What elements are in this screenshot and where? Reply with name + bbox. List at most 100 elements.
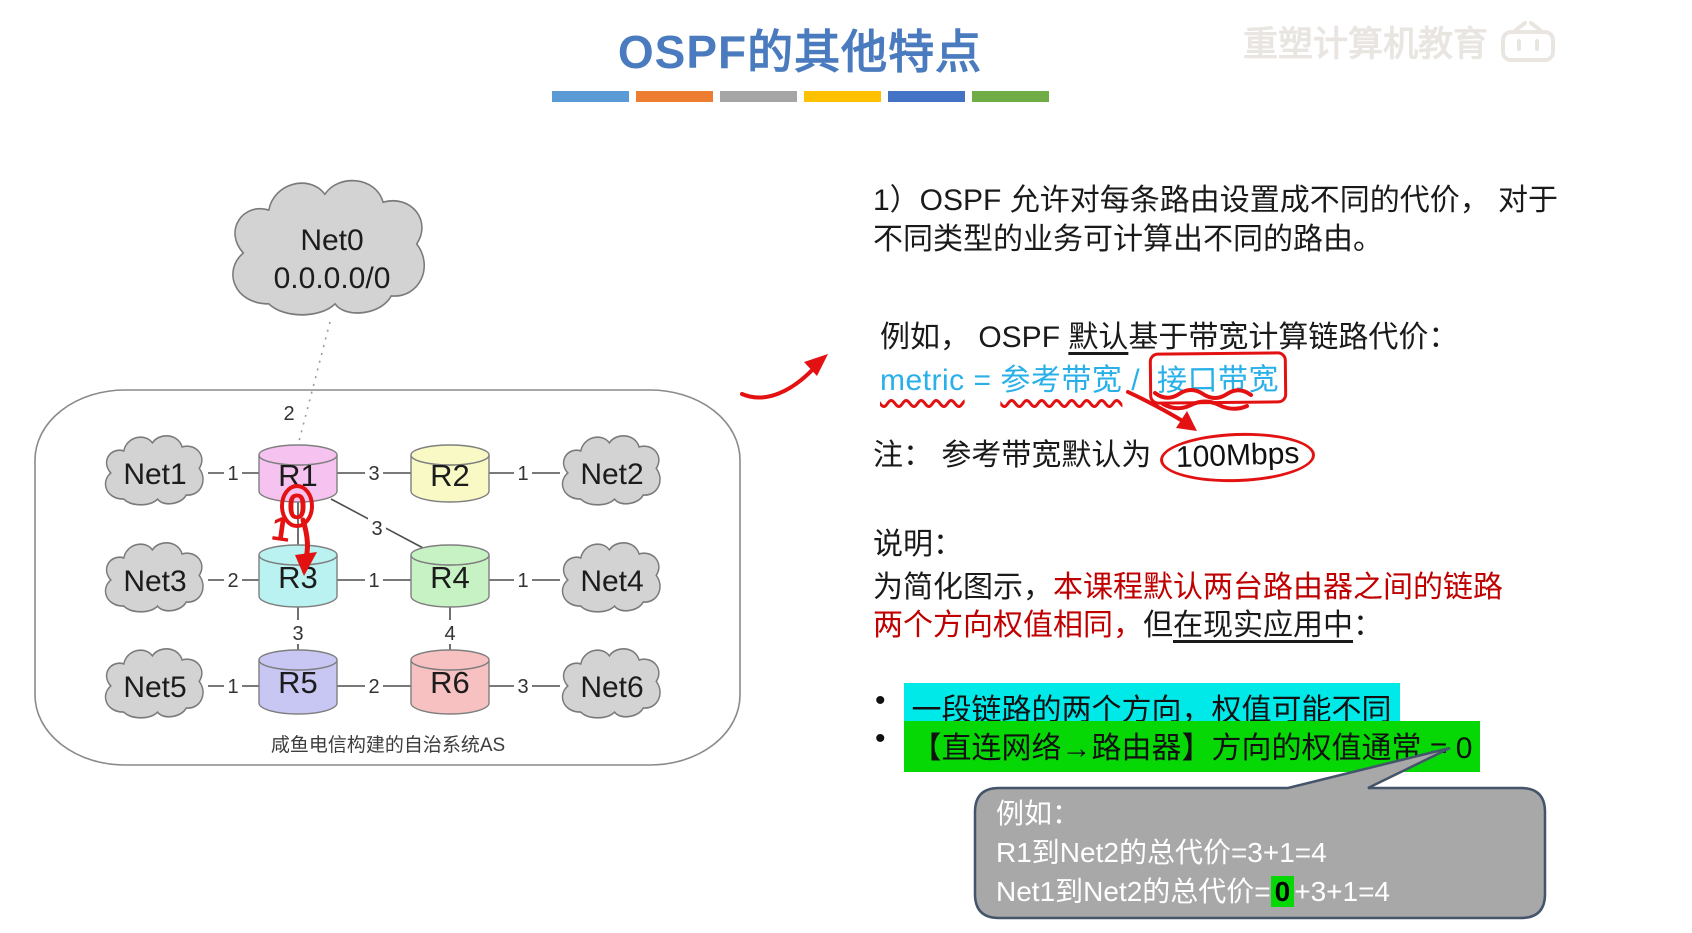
formula-equals: = (964, 364, 1001, 397)
explanation-black-2: 但 (1143, 609, 1173, 642)
svg-text:1: 1 (227, 463, 238, 485)
cloud-net0-label: Net0 (300, 224, 363, 257)
link-label-r1-r4: 3 (368, 515, 386, 540)
explanation-red-2: 两个方向权值相同， (873, 609, 1143, 642)
metric-formula: metric = 参考带宽 / 接口带宽 (880, 351, 1288, 405)
svg-text:1: 1 (227, 676, 238, 698)
cloud-net3-label: Net3 (123, 565, 186, 598)
cloud-net4-label: Net4 (580, 565, 643, 598)
link-label-net5-r5: 1 (224, 673, 242, 698)
formula-reference-bandwidth: 参考带宽 (1000, 364, 1123, 397)
paragraph-2-prefix: 例如， OSPF (880, 321, 1069, 354)
explanation-red-1: 本课程默认两台路由器之间的链路 (1053, 571, 1503, 604)
router-r2-cap (410, 444, 490, 466)
bubble-line-3: Net1到Net2的总代价=0+3+1=4 (996, 872, 1390, 911)
bullet-item-2: • 【直连网络→路由器】方向的权值通常 = 0 (875, 721, 1481, 772)
router-r2-label: R2 (430, 458, 470, 493)
router-r6: R6 (410, 649, 490, 715)
cloud-net2-label: Net2 (580, 458, 643, 491)
bullet-2-text: 【直连网络→路由器】方向的权值通常 = 0 (903, 721, 1481, 772)
cloud-net6: Net6 (561, 648, 661, 719)
link-label-r4-net4: 1 (514, 567, 532, 592)
red-arrowhead (804, 354, 828, 376)
paragraph-1-line-1: 1）OSPF 允许对每条路由设置成不同的代价， 对于 (873, 184, 1559, 217)
bubble-line-3-suffix: +3+1=4 (1294, 876, 1391, 907)
svg-text:3: 3 (517, 676, 528, 698)
paragraph-2-suffix: 基于带宽计算链路代价： (1128, 321, 1459, 354)
link-label-net3-r3: 2 (224, 567, 242, 592)
svg-text:2: 2 (227, 570, 238, 592)
svg-text:1: 1 (517, 463, 528, 485)
router-r4-label: R4 (430, 560, 470, 595)
formula-slash: / (1122, 364, 1149, 397)
link-label-r6-net6: 3 (514, 673, 532, 698)
handwritten-one: 1 (269, 510, 293, 550)
link-label-net0-r1: 2 (283, 403, 294, 425)
title-divider-bars (552, 91, 1049, 102)
bubble-line-2: R1到Net2的总代价=3+1=4 (996, 837, 1327, 868)
bubble-zero-highlight: 0 (1270, 876, 1295, 907)
note-value-100mbps: 100Mbps (1158, 430, 1316, 485)
router-r5-cap (258, 649, 338, 671)
red-arrowhead (1176, 411, 1197, 431)
divider-bar (972, 91, 1049, 102)
formula-metric: metric (880, 364, 965, 397)
as-caption: 咸鱼电信构建的自治系统AS (271, 734, 505, 756)
watermark-text: 重塑计算机教育 (1243, 25, 1489, 64)
router-r6-label: R6 (430, 665, 470, 700)
paragraph-2: 例如， OSPF 默认基于带宽计算链路代价： (880, 312, 1458, 356)
cloud-net4: Net4 (561, 542, 661, 613)
link-label-r1-r2: 3 (365, 460, 383, 485)
red-circle-annotation (280, 484, 314, 528)
cloud-net2: Net2 (561, 435, 661, 506)
link-net0-r1 (297, 321, 331, 446)
handwritten-zero: 0 (287, 486, 307, 527)
router-r4: R4 (410, 544, 490, 608)
cloud-net0-cidr: 0.0.0.0/0 (274, 262, 391, 295)
explanation-colon: ： (1353, 609, 1383, 642)
page-title: OSPF的其他特点 (617, 26, 983, 78)
svg-text:1: 1 (368, 570, 379, 592)
bullet-dot: • (875, 722, 886, 755)
bubble-line-3-prefix: Net1到Net2的总代价= (996, 876, 1271, 907)
svg-text:1: 1 (517, 570, 528, 592)
bubble-line-1: 例如： (996, 798, 1081, 829)
bilibili-tv-logo-icon (1501, 20, 1556, 62)
video-watermark: 重塑计算机教育 (1243, 16, 1556, 67)
network-topology-diagram: Net0 0.0.0.0/0 2 1 3 1 2 1 (34, 179, 741, 766)
paragraph-2-underlined: 默认 (1068, 321, 1129, 354)
svg-text:3: 3 (371, 518, 382, 540)
cloud-net1: Net1 (104, 435, 204, 506)
note-prefix: 注： 参考带宽默认为 (873, 439, 1152, 472)
bullet-dot: • (875, 684, 886, 717)
cloud-net6-label: Net6 (580, 671, 643, 704)
router-r5-label: R5 (278, 665, 318, 700)
paragraph-1-line-2: 不同类型的业务可计算出不同的路由。 (873, 223, 1383, 256)
link-label-net1-r1: 1 (224, 460, 242, 485)
link-label-r4-r6: 4 (441, 620, 459, 645)
link-label-r2-net2: 1 (514, 460, 532, 485)
divider-bar (888, 91, 965, 102)
router-r1-cap (258, 444, 338, 466)
cloud-net5-label: Net5 (123, 671, 186, 704)
paragraph-1: 1）OSPF 允许对每条路由设置成不同的代价， 对于 不同类型的业务可计算出不同… (873, 181, 1558, 259)
link-weight-labels: 1 3 1 2 1 1 1 2 3 3 3 4 (224, 460, 532, 698)
red-arrowhead (295, 552, 317, 576)
router-r4-cap (410, 544, 490, 566)
formula-interface-bandwidth: 接口带宽 (1148, 351, 1288, 405)
explanation-line-1: 为简化图示，本课程默认两台路由器之间的链路 (873, 562, 1503, 606)
explanation-line-2: 两个方向权值相同，但在现实应用中： (873, 600, 1383, 644)
link-label-r3-r5: 3 (289, 620, 307, 645)
autonomous-system-boundary (34, 389, 741, 766)
router-r2: R2 (410, 444, 490, 503)
explanation-black-1: 为简化图示， (873, 571, 1053, 604)
shuoming-label: 说明： (873, 528, 963, 561)
divider-bar (552, 91, 629, 102)
divider-bar (636, 91, 713, 102)
cloud-net3: Net3 (104, 542, 204, 613)
link-label-r5-r6: 2 (365, 673, 383, 698)
router-r5: R5 (258, 649, 338, 715)
svg-text:3: 3 (292, 623, 303, 645)
router-r6-cap (410, 649, 490, 671)
